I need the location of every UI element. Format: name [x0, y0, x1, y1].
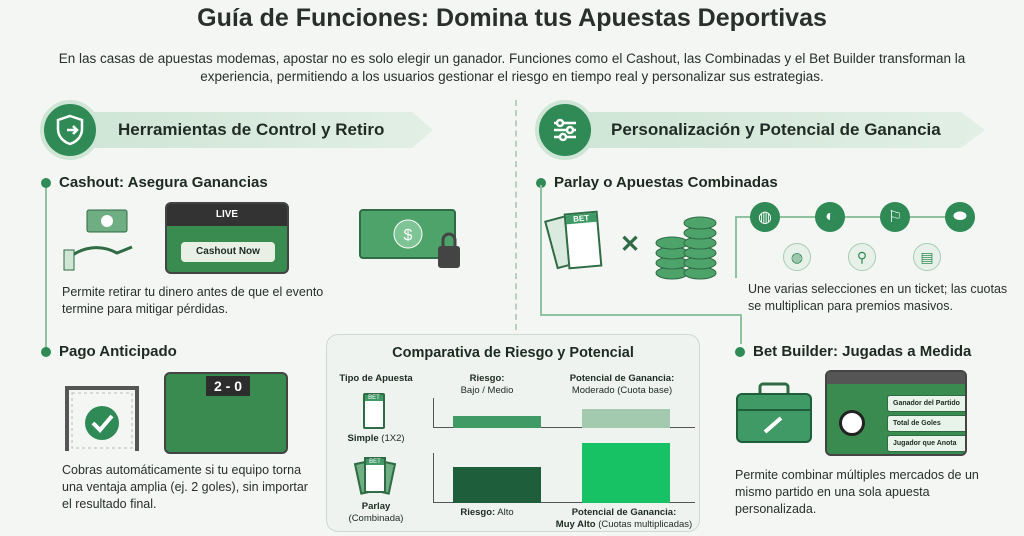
score-display: 2 - 0 — [206, 376, 250, 396]
coin-stacks-icon — [655, 216, 717, 280]
pot-mod-title: Potencial de Ganancia: — [569, 373, 675, 384]
parlay-label: Parlay(Combinada) — [337, 501, 415, 525]
tennis-icon: ◐ — [815, 202, 845, 232]
svg-text:$: $ — [404, 227, 413, 244]
risk-high-value: Alto — [497, 507, 514, 518]
cashout-title: Cashout: Asegura Ganancias — [59, 174, 268, 191]
ticket-small-icon: ▤ — [913, 243, 941, 271]
simple-label: Simple (1X2) — [337, 433, 415, 445]
parlay-tickets-icon: BET — [353, 457, 397, 497]
section-banner-control: Herramientas de Control y Retiro — [88, 112, 433, 148]
page-title: Guía de Funciones: Domina tus Apuestas D… — [197, 4, 827, 32]
comparison-title: Comparativa de Riesgo y Potencial — [392, 345, 634, 361]
connector-down — [740, 314, 742, 344]
soccer-ball-icon — [839, 410, 865, 436]
parlay-description: Une varias selecciones en un ticket; las… — [748, 282, 1008, 313]
bar-simple-potential — [582, 408, 670, 428]
section-banner-personalization: Personalización y Potencial de Ganancia — [583, 112, 985, 148]
col-type-label: Tipo de Apuesta — [339, 373, 413, 384]
ticket-label: BET — [366, 459, 384, 465]
early-payout-description: Cobras automáticamente si tu equipo torn… — [62, 463, 308, 511]
basketball-small-icon: ◍ — [783, 243, 811, 271]
ticket-label: BET — [565, 212, 597, 225]
option-match-winner[interactable]: Ganador del Partido — [887, 395, 965, 412]
parlay-sub: (Combinada) — [348, 513, 404, 524]
cashout-heading: Cashout: Asegura Ganancias — [41, 174, 268, 191]
simple-name: Simple — [347, 433, 379, 444]
intro-text: En las casas de apuestas modemas, aposta… — [58, 51, 966, 84]
sports-connector-v — [735, 216, 737, 278]
risk-low-label: Riesgo:Bajo / Medio — [437, 373, 537, 397]
football-icon: ⬬ — [945, 202, 975, 232]
option-total-goals[interactable]: Total de Goles — [887, 415, 965, 432]
bar-parlay-potential — [582, 443, 670, 503]
basketball-icon: ◍ — [750, 202, 780, 232]
bet-builder-title: Bet Builder: Jugadas a Medida — [753, 343, 972, 360]
timeline-line-right — [540, 185, 542, 315]
timeline-line — [45, 185, 47, 350]
simple-sub: (1X2) — [381, 433, 405, 444]
toolbox-icon — [736, 382, 812, 443]
divider — [515, 100, 517, 330]
bar-parlay-risk — [453, 467, 541, 503]
bar-simple-risk — [453, 416, 541, 428]
risk-low-value: Bajo / Medio — [460, 385, 514, 396]
pot-high-title: Potencial de Ganancia: — [571, 507, 677, 518]
pot-high-sub: (Cuotas multiplicadas) — [598, 519, 693, 530]
runner-icon: ⚐ — [880, 202, 910, 232]
pot-high-value: Muy Alto — [555, 519, 596, 530]
simple-ticket-icon: BET — [363, 393, 385, 429]
comparison-panel: Comparativa de Riesgo y Potencial Tipo d… — [326, 334, 700, 532]
axis-bottom — [433, 453, 695, 503]
risk-high-label: Riesgo: Alto — [437, 507, 537, 519]
racket-icon: ⚲ — [848, 243, 876, 271]
parlay-heading: Parlay o Apuestas Combinadas — [536, 174, 778, 191]
pot-high-label: Potencial de Ganancia:Muy Alto (Cuotas m… — [549, 507, 699, 531]
parlay-tickets-icon: BET — [544, 210, 610, 275]
cashout-description: Permite retirar tu dinero antes de que e… — [62, 285, 324, 316]
goal-check-icon — [65, 386, 139, 451]
pot-mod-value: Moderado (Cuota base) — [571, 385, 673, 396]
bet-builder-heading: Bet Builder: Jugadas a Medida — [735, 343, 971, 360]
early-payout-screen: 2 - 0 — [164, 372, 288, 454]
parlay-title: Parlay o Apuestas Combinadas — [554, 174, 778, 191]
shield-icon — [40, 100, 100, 160]
cashout-screen: LIVE Cashout Now — [165, 202, 289, 274]
money-lock-icon: $ — [359, 209, 460, 268]
ticket-label: BET — [365, 395, 383, 401]
bet-builder-description: Permite combinar múltiples mercados de u… — [735, 468, 979, 516]
pot-mod-label: Potencial de Ganancia:Moderado (Cuota ba… — [552, 373, 692, 397]
early-payout-heading: Pago Anticipado — [41, 343, 177, 360]
sports-connector — [735, 216, 975, 218]
multiply-icon: ✕ — [620, 231, 641, 258]
parlay-name: Parlay — [361, 501, 391, 512]
sliders-icon — [535, 100, 595, 160]
hand-money-icon — [63, 209, 133, 271]
risk-low-title: Riesgo: — [469, 373, 505, 384]
live-label: LIVE — [167, 204, 287, 226]
early-payout-title: Pago Anticipado — [59, 343, 177, 360]
axis-top — [433, 398, 695, 428]
option-goal-scorer[interactable]: Jugador que Anota — [887, 435, 965, 452]
risk-high-title: Riesgo: — [460, 507, 496, 518]
bet-builder-screen: Ganador del Partido Total de Goles Jugad… — [825, 370, 967, 456]
cashout-now-button[interactable]: Cashout Now — [181, 242, 275, 262]
connector — [540, 314, 740, 316]
